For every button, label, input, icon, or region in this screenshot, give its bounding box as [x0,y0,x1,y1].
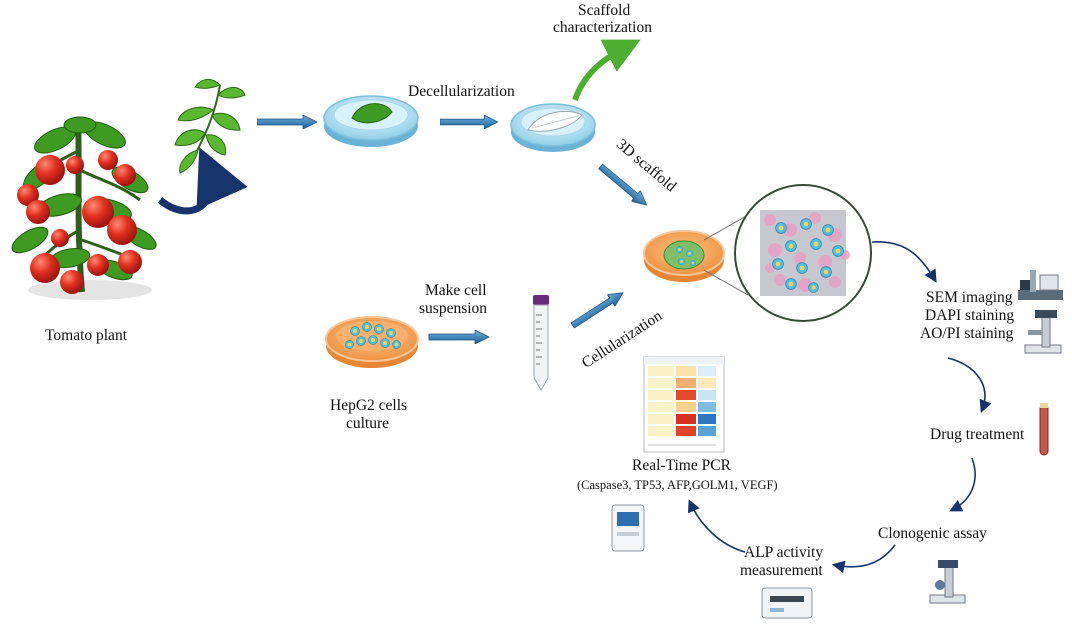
arrow-hepg2-to-tube [428,330,490,344]
hepg2-dish-icon [325,316,419,368]
arrow-drug-to-clonogenic [949,457,976,512]
plate-reader-icon [761,587,813,619]
make-cell-label-1: Make cell [425,282,487,299]
hepg2-label-2: culture [346,415,390,432]
hepg2-label-1: HepG2 cells [330,397,408,414]
fluorescence-microscope-icon [1024,310,1062,354]
zoom-line-bottom [703,269,749,296]
light-microscope-icon [929,560,966,604]
pcr-machine-icon [611,504,645,552]
scaffold-zoom-icon [734,184,872,322]
sem-microscope-icon [1018,270,1063,300]
arrow-sem-to-drug [947,357,992,413]
pcr-title-label: Real-Time PCR [632,457,731,474]
decellularized-dish-icon [510,103,596,152]
alp-label-1: ALP activity [744,544,824,561]
zoom-line-top [703,214,749,241]
arrow-clonogenic-to-alp [831,544,896,574]
characterization-arrow [572,39,641,102]
petri-dish-icon [323,95,419,147]
arrow-dish-to-decell [440,115,498,129]
drug-treatment-label: Drug treatment [930,426,1025,443]
clonogenic-label: Clonogenic assay [878,525,987,542]
aopi-label: AO/PI staining [920,325,1014,342]
falcon-tube-icon [533,295,549,391]
sem-label: SEM imaging [926,289,1013,306]
pcr-genes-label: (Caspase3, TP53, AFP,GOLM1, VEGF) [577,478,778,492]
dapi-label: DAPI staining [925,307,1015,324]
plant-to-leaf-arrow [157,147,248,215]
recellularized-dish-icon [643,230,725,282]
arrow-alp-to-pcr [687,499,746,553]
arrow-scaffold-to-sem [871,241,937,283]
decellularization-label: Decellularization [408,83,515,100]
arrow-leaf-to-dish [257,115,317,129]
leaf-icon [174,78,246,174]
tomato-plant-icon [11,116,157,300]
heatmap-icon [643,356,725,453]
tomato-plant-label: Tomato plant [45,327,127,344]
scaffold-characterization-label-1: Scaffold [578,2,631,19]
alp-label-2: measurement [740,562,823,579]
test-tube-icon [1039,403,1049,456]
arrow-tube-to-recell [568,286,628,332]
make-cell-label-2: suspension [419,300,488,317]
scaffold-characterization-label-2: characterization [553,19,652,36]
